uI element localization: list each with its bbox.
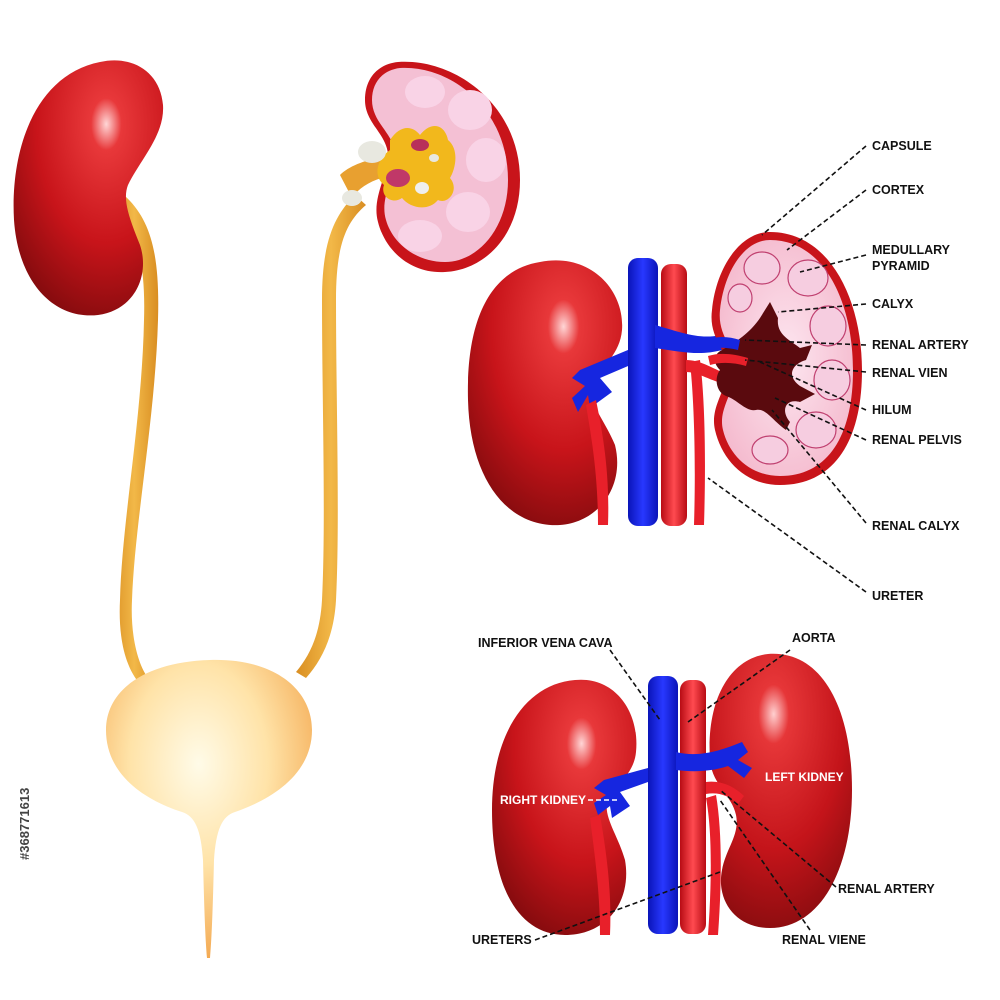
left-kidney-front	[709, 653, 852, 928]
label-right-kidney: RIGHT KIDNEY	[500, 793, 586, 807]
label-renal-calyx: RENAL CALYX	[872, 519, 960, 533]
label-renal-viene: RENAL VIENE	[782, 933, 866, 947]
pyramid-1	[405, 76, 445, 108]
aorta	[661, 264, 687, 526]
label-hilum: HILUM	[872, 403, 912, 417]
label-inferior-vena-cava: INFERIOR VENA CAVA	[478, 636, 613, 650]
pyramid-2	[448, 90, 492, 130]
label-renal-vien: RENAL VIEN	[872, 366, 947, 380]
ivc-front	[648, 676, 678, 934]
label-calyx: CALYX	[872, 297, 914, 311]
renal-pelvis-small	[377, 125, 456, 208]
urinary-tract-overview	[13, 60, 520, 958]
pyramid-5	[398, 220, 442, 252]
inferior-vena-cava	[628, 258, 658, 526]
right-ureter	[296, 195, 366, 678]
stock-id-watermark: #368771613	[17, 788, 32, 860]
aorta-front	[680, 680, 706, 934]
label-renal-artery: RENAL ARTERY	[872, 338, 969, 352]
label-capsule: CAPSULE	[872, 139, 932, 153]
renal-vein-right	[655, 325, 722, 354]
label-ureters: URETERS	[472, 933, 532, 947]
sectioned-kidney-small	[342, 61, 520, 273]
kidney-section-labels: CAPSULE CORTEX MEDULLARY PYRAMID CALYX R…	[707, 139, 969, 603]
label-ureter: URETER	[872, 589, 923, 603]
label-renal-pelvis: RENAL PELVIS	[872, 433, 962, 447]
label-left-kidney: LEFT KIDNEY	[765, 770, 844, 784]
pyramid-3	[466, 138, 506, 182]
label-aorta: AORTA	[792, 631, 836, 645]
bladder	[106, 659, 312, 958]
label-medullary: MEDULLARY	[872, 243, 951, 257]
renal-vein-left	[572, 345, 642, 412]
pyramid-4	[446, 192, 490, 232]
label-pyramid: PYRAMID	[872, 259, 930, 273]
left-kidney	[13, 60, 164, 316]
right-kidney-external	[467, 260, 623, 526]
renal-pelvis-large	[714, 302, 815, 430]
label-renal-artery-front: RENAL ARTERY	[838, 882, 935, 896]
kidneys-front-view: INFERIOR VENA CAVA AORTA RIGHT KIDNEY LE…	[472, 631, 935, 947]
label-cortex: CORTEX	[872, 183, 925, 197]
kidney-section-diagram	[467, 232, 862, 526]
left-ureter	[110, 190, 159, 684]
